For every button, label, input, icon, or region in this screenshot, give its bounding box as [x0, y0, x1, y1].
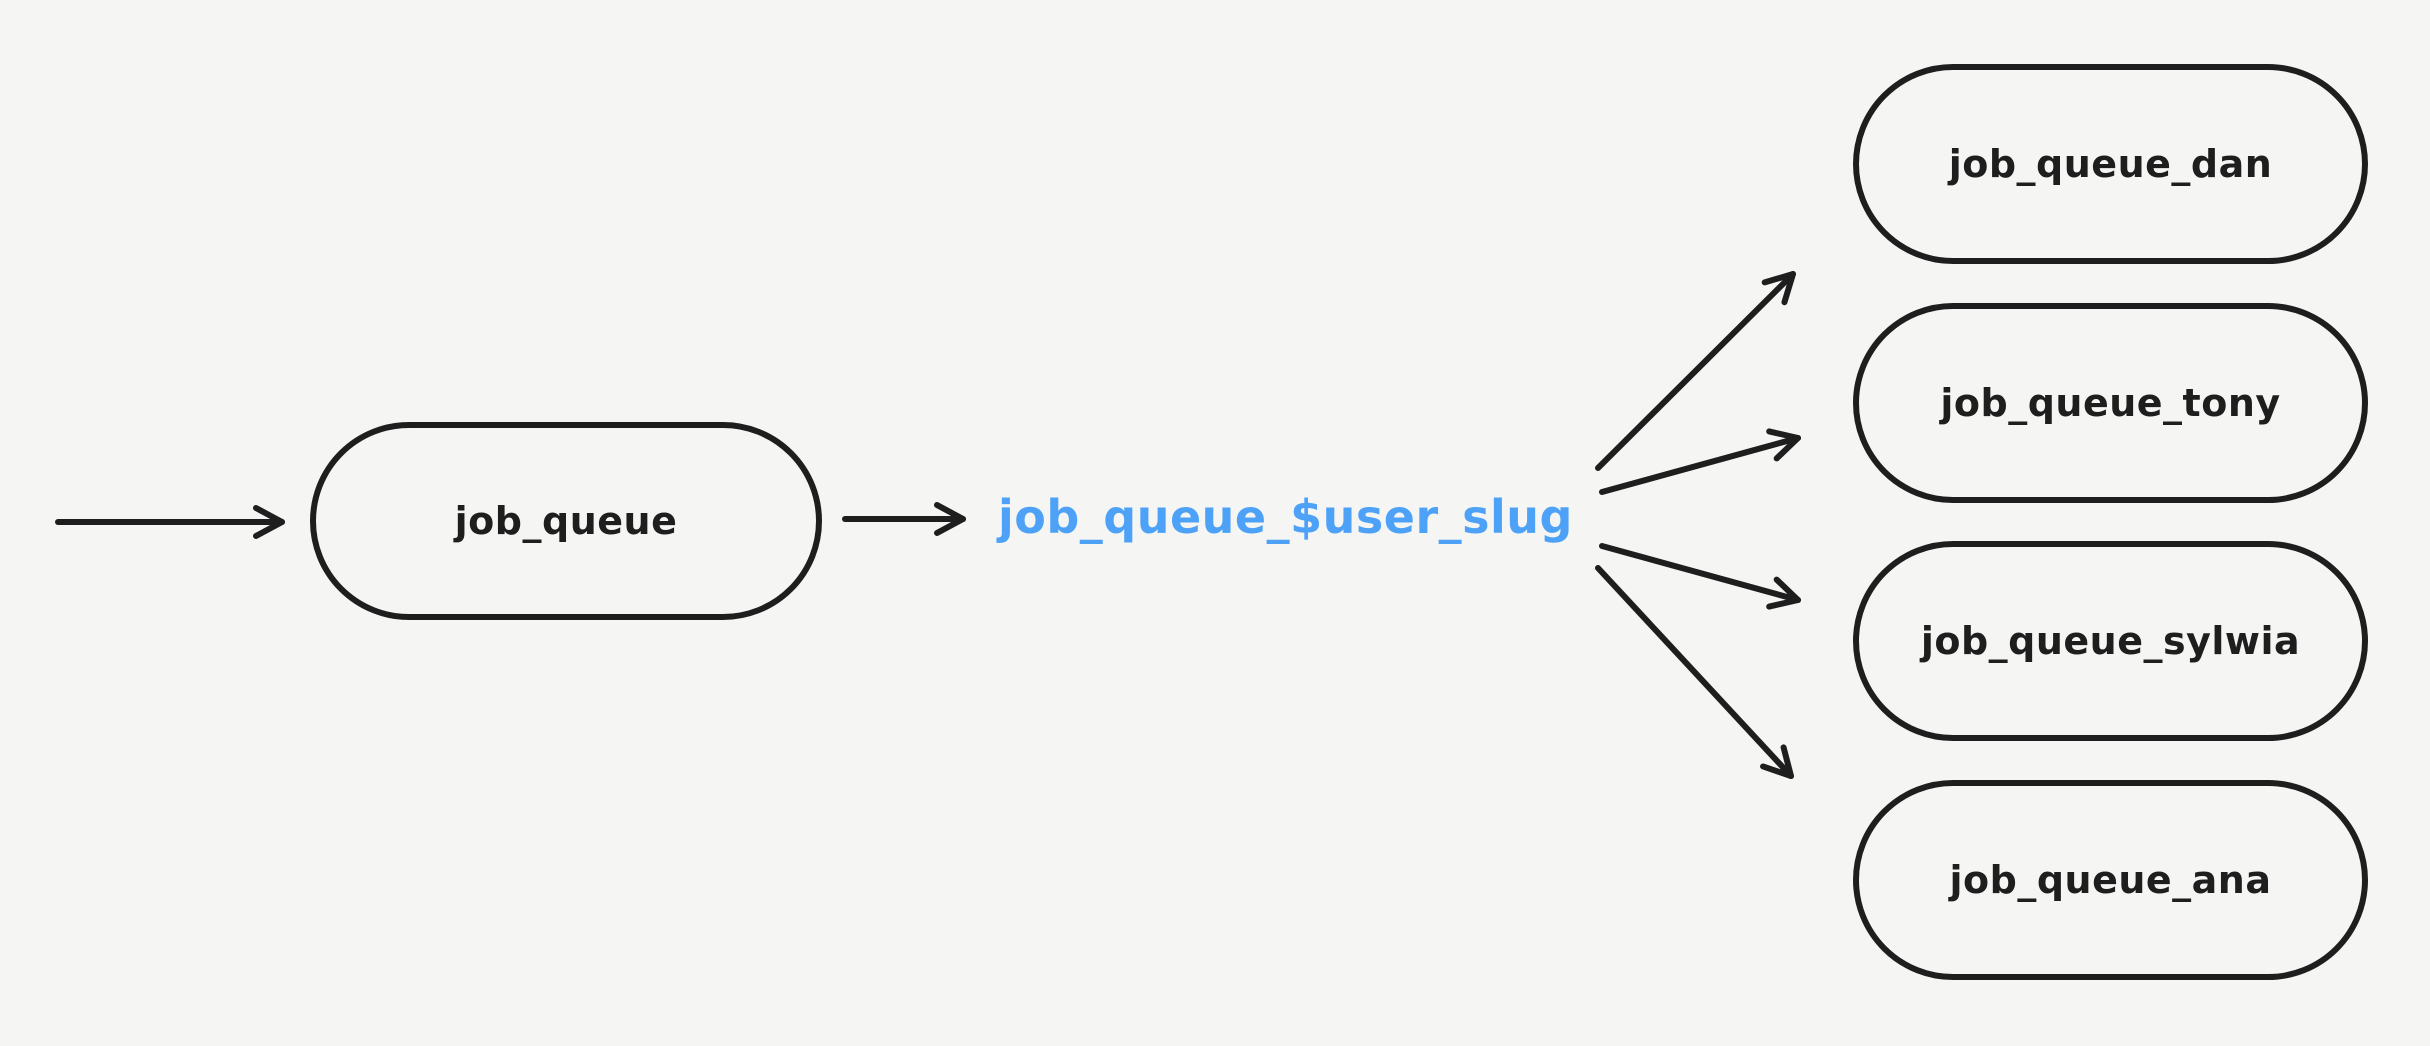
arrow-router-to-dan	[1595, 271, 1796, 471]
router-label-job-queue-user-slug: job_queue_$user_slug	[998, 489, 1573, 544]
node-job-queue: job_queue	[310, 422, 822, 620]
node-job-queue-tony-label: job_queue_tony	[1940, 381, 2281, 425]
node-job-queue-ana: job_queue_ana	[1853, 780, 2368, 980]
arrow-router-to-sylwia	[1599, 543, 1801, 610]
node-job-queue-sylwia-label: job_queue_sylwia	[1920, 619, 2301, 663]
node-job-queue-tony: job_queue_tony	[1853, 303, 2368, 503]
node-job-queue-ana-label: job_queue_ana	[1949, 858, 2272, 902]
node-job-queue-label: job_queue	[454, 499, 678, 543]
node-job-queue-sylwia: job_queue_sylwia	[1853, 541, 2368, 741]
node-job-queue-dan-label: job_queue_dan	[1948, 142, 2273, 186]
node-job-queue-dan: job_queue_dan	[1853, 64, 2368, 264]
arrow-router-to-ana	[1595, 565, 1794, 779]
arrow-router-to-tony	[1599, 428, 1801, 495]
